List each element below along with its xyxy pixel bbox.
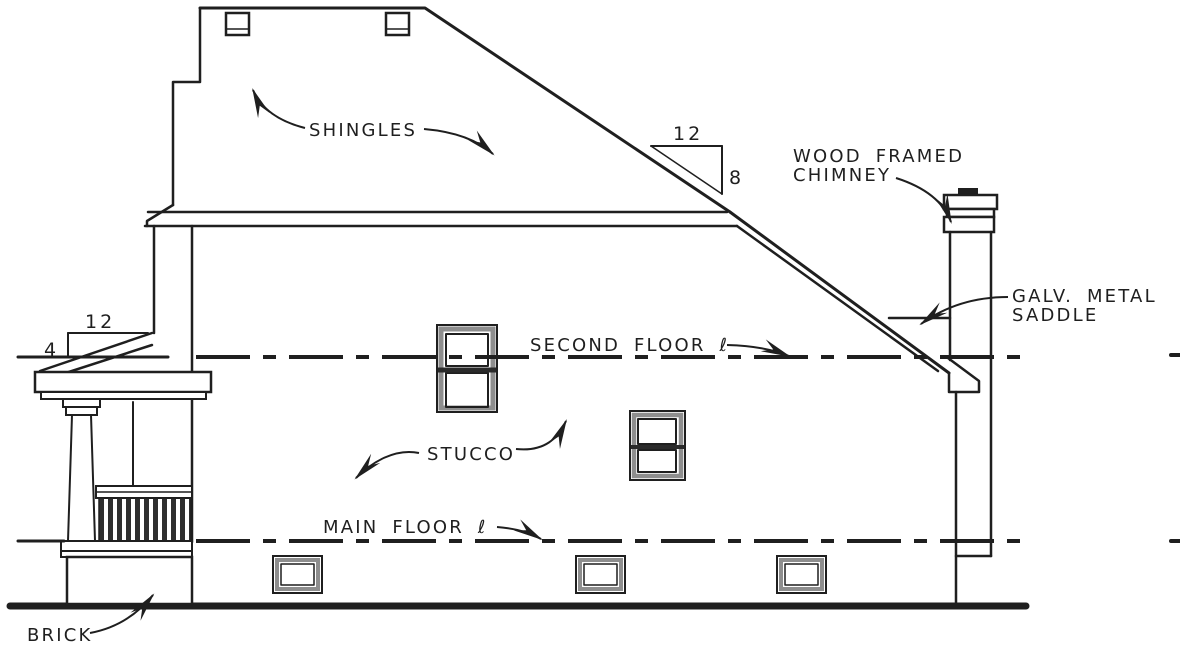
house-outline <box>6 6 1030 610</box>
pitch-run-value: 12 <box>85 311 115 333</box>
basement-window-frame <box>779 558 824 591</box>
annotations: SHINGLES WOOD FRAMED CHIMNEY GALV. METAL… <box>27 88 1157 646</box>
brick-label: BRICK <box>27 625 93 646</box>
porch <box>33 331 213 606</box>
saddle-label-line1: GALV. METAL <box>1012 286 1157 307</box>
floor-lines <box>16 353 1180 543</box>
brick-base <box>65 555 194 606</box>
window-upper-sash <box>445 333 489 367</box>
chimney-label-line2: CHIMNEY <box>793 165 891 186</box>
pitch-marker-porch-roof: 12 4 <box>44 311 149 361</box>
window-second-floor <box>436 324 498 413</box>
basement-window-1 <box>272 555 323 594</box>
porch-fascia-trim <box>40 391 207 400</box>
lower-roof-bottom <box>735 224 940 373</box>
porch-fascia <box>33 370 213 394</box>
stucco-label: STUCCO <box>427 444 515 465</box>
shingles-label: SHINGLES <box>309 120 417 141</box>
basement-window-pane <box>280 563 315 586</box>
chimney <box>887 188 999 558</box>
basement-window-frame <box>578 558 623 591</box>
pitch-run-value: 12 <box>673 123 703 145</box>
porch-column <box>66 414 97 542</box>
gable-left-edge <box>171 6 202 207</box>
brick-leader <box>89 593 155 634</box>
chimney-cap-band-3 <box>942 215 996 234</box>
saddle-label-line2: SADDLE <box>1012 305 1098 326</box>
stucco-leader-right <box>515 419 567 451</box>
column-capital-upper <box>62 398 101 408</box>
railing-balusters <box>98 497 192 542</box>
roof-vent-left <box>224 11 251 37</box>
column-capital-lower <box>65 406 98 416</box>
lower-roof-top <box>728 210 951 375</box>
chimney-cap-top <box>958 188 978 195</box>
roof-fascia-return <box>946 356 981 394</box>
window-upper-sash <box>637 418 677 445</box>
main-roof-ridge-and-slope <box>198 6 732 214</box>
chimney-cap-band-1 <box>942 193 999 211</box>
basement-window-frame <box>275 558 320 591</box>
porch-roof-slope-upper <box>38 331 154 373</box>
second-floor-label: SECOND FLOOR ℓ <box>530 335 729 356</box>
basement-window-2 <box>575 555 626 594</box>
pitch-rise-value: 8 <box>729 167 744 189</box>
pitch-hypotenuse <box>650 145 723 195</box>
basement-window-3 <box>776 555 827 594</box>
chimney-leader <box>895 177 952 225</box>
pitch-marker-main-roof: 12 8 <box>650 123 744 195</box>
window-lower-sash <box>637 449 677 473</box>
shingles-leader-left <box>252 88 306 129</box>
windows <box>272 324 827 594</box>
saddle-leader <box>919 296 1009 326</box>
window-lower-sash <box>445 372 489 408</box>
basement-window-pane <box>583 563 618 586</box>
porch-deck-band-upper <box>60 540 193 552</box>
chimney-label-line1: WOOD FRAMED <box>793 146 964 167</box>
main-floor-leader <box>496 519 543 541</box>
second-floor-leader <box>726 339 791 357</box>
stucco-leader-left <box>354 451 420 480</box>
shingles-leader-right <box>423 128 495 156</box>
main-floor-label: MAIN FLOOR ℓ <box>323 517 487 538</box>
roof-vents <box>224 11 411 37</box>
eave-left-return <box>145 203 175 228</box>
roof-vent-right <box>384 11 411 37</box>
window-main-floor <box>629 410 686 481</box>
basement-window-pane <box>784 563 819 586</box>
